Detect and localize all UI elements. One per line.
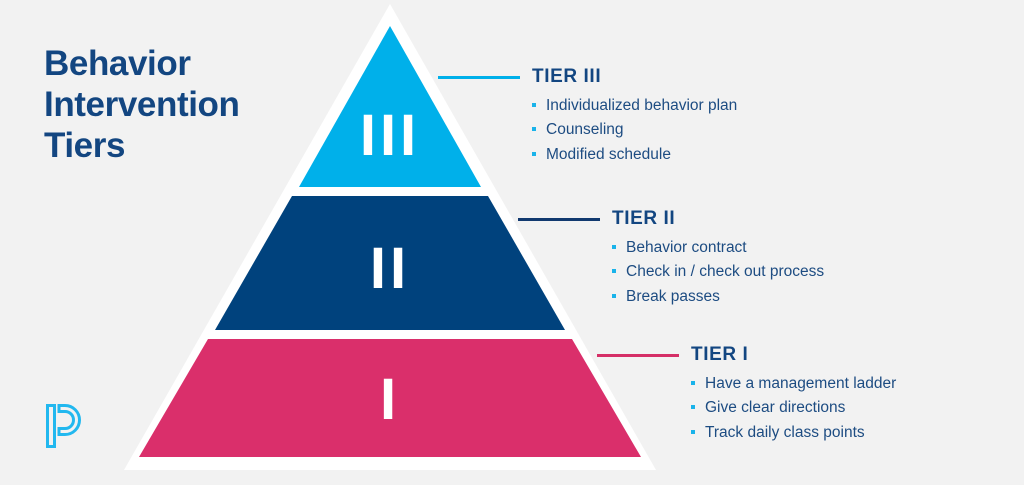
list-item-label: Track daily class points <box>705 423 865 441</box>
powerschool-p-logo-icon <box>46 404 81 448</box>
list-item-label: Behavior contract <box>626 239 747 256</box>
bullet-dot-icon <box>532 103 536 107</box>
pyramid-band-tier-3[interactable] <box>299 26 481 187</box>
page-title-line-3: Tiers <box>44 125 126 165</box>
connector-line-tier-1 <box>597 353 679 357</box>
callout-tier-1: TIER I Have a management ladder Give cle… <box>597 344 896 445</box>
connector-line-tier-3 <box>438 75 520 79</box>
pyramid-numeral-tier-2: II <box>370 236 410 301</box>
callout-tier-3-header: TIER III <box>438 66 737 87</box>
callout-tier-1-list: Have a management ladder Give clear dire… <box>691 372 896 445</box>
list-item-label: Check in / check out process <box>626 263 825 281</box>
callout-tier-3: TIER III Individualized behavior plan Co… <box>438 66 737 167</box>
list-item-label: Counseling <box>546 121 624 139</box>
bullet-dot-icon <box>691 405 695 410</box>
list-item: Modified schedule <box>532 143 737 167</box>
bullet-dot-icon <box>532 127 536 132</box>
list-item-label: Have a management ladder <box>705 375 897 392</box>
page-title-line-1: Behavior <box>44 44 191 83</box>
callout-tier-3-list: Individualized behavior plan Counseling … <box>532 94 737 167</box>
list-item-label: Individualized behavior plan <box>546 97 738 114</box>
list-item: Behavior contract <box>612 236 824 260</box>
list-item: Give clear directions <box>691 396 896 420</box>
bullet-dot-icon <box>612 245 616 249</box>
callout-tier-2: TIER II Behavior contract Check in / che… <box>518 208 824 309</box>
callout-tier-2-header: TIER II <box>518 208 824 229</box>
list-item-label: Break passes <box>626 287 720 305</box>
bullet-dot-icon <box>612 269 616 274</box>
list-item: Individualized behavior plan <box>532 94 737 118</box>
callout-tier-1-title: TIER I <box>691 344 749 365</box>
list-item: Break passes <box>612 285 824 309</box>
pyramid-band-tier-2[interactable] <box>215 196 565 330</box>
list-item: Have a management ladder <box>691 372 896 396</box>
callout-tier-2-title: TIER II <box>612 208 676 229</box>
bullet-dot-icon <box>691 429 695 434</box>
list-item: Track daily class points <box>691 421 896 445</box>
callout-tier-1-header: TIER I <box>597 344 896 365</box>
list-item: Check in / check out process <box>612 260 824 284</box>
connector-line-tier-2 <box>518 217 600 221</box>
page-title-line-2: Intervention <box>44 84 240 124</box>
bullet-dot-icon <box>691 381 695 385</box>
list-item-label: Modified schedule <box>546 145 671 163</box>
list-item-label: Give clear directions <box>705 399 846 417</box>
list-item: Counseling <box>532 118 737 142</box>
callout-tier-3-title: TIER III <box>532 66 602 87</box>
pyramid-numeral-tier-1: I <box>380 367 400 432</box>
pyramid-band-tier-1[interactable] <box>139 339 641 457</box>
page-title: Behavior Intervention Tiers <box>44 44 324 167</box>
bullet-dot-icon <box>532 151 536 156</box>
pyramid-numeral-tier-3: III <box>360 103 420 168</box>
bullet-dot-icon <box>612 293 616 298</box>
callout-tier-2-list: Behavior contract Check in / check out p… <box>612 236 824 309</box>
